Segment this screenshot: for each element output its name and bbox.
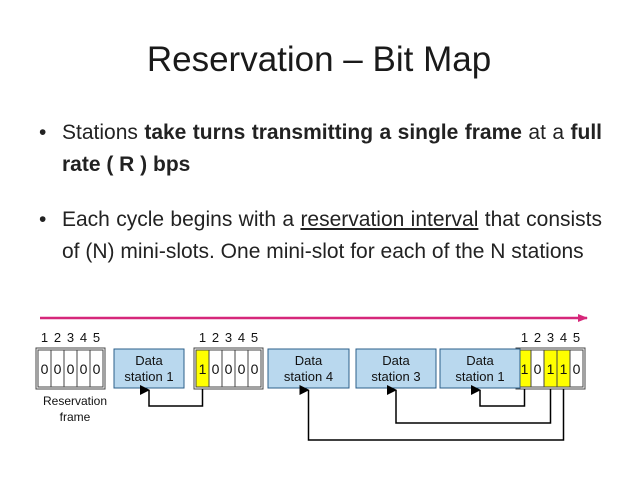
- mini-slot-bit: 1: [560, 361, 568, 377]
- data-frame-station: station 1: [124, 369, 173, 384]
- data-frame-box: [439, 348, 521, 389]
- mini-slot-bit: 0: [573, 361, 581, 377]
- data-frame-box: [267, 348, 350, 389]
- mini-slot-number: 1: [41, 330, 48, 345]
- data-frame-box: [113, 348, 185, 389]
- mini-slot-number: 4: [80, 330, 87, 345]
- mini-slot-bit: 0: [212, 361, 220, 377]
- bullet-2-text: Each cycle begins with a reservation int…: [62, 204, 602, 268]
- mini-slot-bit: 0: [93, 361, 101, 377]
- mini-slot-number: 5: [93, 330, 100, 345]
- bullet-2-underlined: reservation interval: [300, 208, 479, 231]
- mini-slot-bit: 0: [238, 361, 246, 377]
- data-frame-station: station 1: [455, 369, 504, 384]
- mini-slot-number: 2: [212, 330, 219, 345]
- mini-slot-number: 3: [225, 330, 232, 345]
- reservation-frame-label: frame: [60, 410, 91, 424]
- bullet-1-bold: full rate ( R ) bps: [62, 121, 602, 176]
- mini-slot-bit: 1: [521, 361, 529, 377]
- data-frame-label: Data: [295, 353, 323, 368]
- bullet-1-text: Stations take turns transmitting a singl…: [62, 117, 602, 181]
- mini-slot-number: 2: [54, 330, 61, 345]
- mini-slot-bit: 0: [54, 361, 62, 377]
- mini-slot-number: 5: [573, 330, 580, 345]
- bullet-1-part: Stations: [62, 121, 145, 144]
- reservation-frame-box: [193, 347, 264, 390]
- reservation-frame-box: [35, 347, 106, 390]
- bullet-2-part: that consists of (N) mini-slots. One min…: [62, 208, 602, 263]
- connector-arrow: [140, 385, 204, 407]
- mini-slot-number: 5: [251, 330, 258, 345]
- mini-slot-number: 4: [560, 330, 567, 345]
- connector-arrow: [299, 385, 565, 441]
- bullet-1-bold: take turns transmitting a single frame: [144, 121, 522, 144]
- connector-arrow: [387, 385, 552, 424]
- mini-slot-bit: 0: [225, 361, 233, 377]
- data-frame-label: Data: [135, 353, 163, 368]
- mini-slot-number: 3: [547, 330, 554, 345]
- mini-slot-bit: 0: [41, 361, 49, 377]
- bullet-marker: •: [39, 121, 47, 144]
- mini-slot-bit: 1: [199, 361, 207, 377]
- data-frame-station: station 4: [284, 369, 333, 384]
- mini-slot-number: 4: [238, 330, 245, 345]
- mini-slot: [247, 349, 262, 388]
- bullet-1: • Stations take turns transmitting a sin…: [39, 117, 602, 181]
- reservation-frame-label: Reservation: [43, 394, 107, 408]
- mini-slot-number: 2: [534, 330, 541, 345]
- mini-slot-bit: 1: [547, 361, 555, 377]
- bullet-marker: •: [39, 208, 47, 231]
- connector-arrow: [471, 385, 526, 407]
- bullet-2: • Each cycle begins with a reservation i…: [39, 204, 602, 268]
- mini-slot: [569, 349, 584, 388]
- data-frame-label: Data: [466, 353, 494, 368]
- mini-slot: [89, 349, 104, 388]
- mini-slot-bit: 0: [251, 361, 259, 377]
- data-frame-label: Data: [382, 353, 410, 368]
- mini-slot-bit: 0: [534, 361, 542, 377]
- bullet-1-part: at a: [521, 121, 571, 144]
- data-frame-station: station 3: [371, 369, 420, 384]
- mini-slot-bit: 0: [67, 361, 75, 377]
- data-frame-box: [355, 348, 437, 389]
- mini-slot-number: 3: [67, 330, 74, 345]
- slide-title: Reservation – Bit Map: [146, 40, 492, 79]
- mini-slot-number: 1: [199, 330, 206, 345]
- mini-slot-bit: 0: [80, 361, 88, 377]
- bullet-2-part: Each cycle begins with a: [62, 208, 301, 231]
- mini-slot-number: 1: [521, 330, 528, 345]
